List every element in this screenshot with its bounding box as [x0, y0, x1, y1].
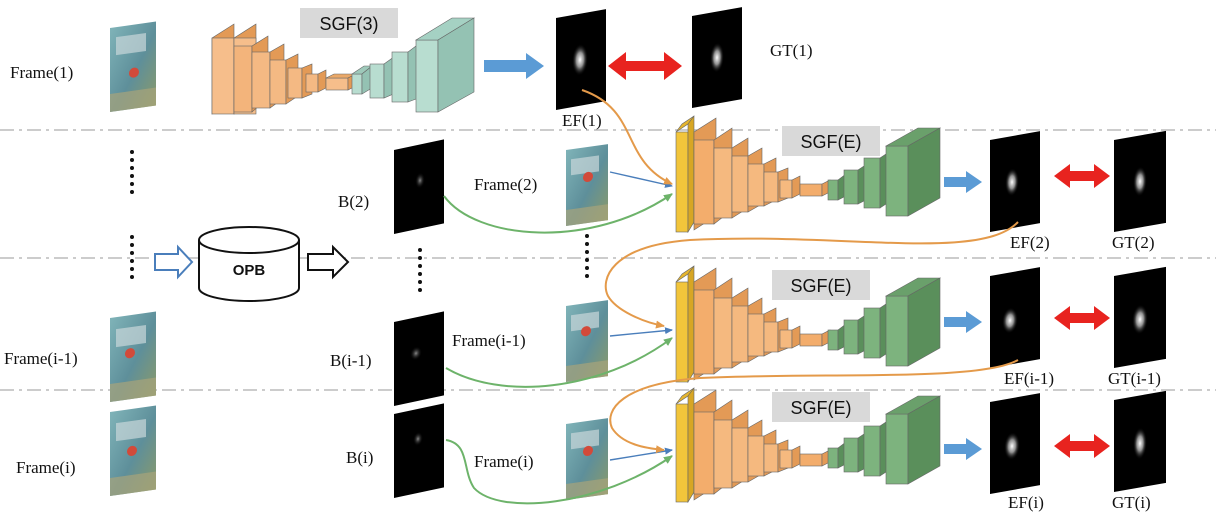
- b-2-map: [394, 139, 444, 234]
- feedback-curves: [581, 89, 1019, 454]
- buffer-feed-curves: [443, 193, 673, 505]
- red-double-arrow-icon: [1054, 434, 1110, 458]
- gt-i-map: [1114, 390, 1166, 492]
- sgfe-label-row-4: SGF(E): [791, 398, 852, 418]
- b-i-label: B(i): [346, 448, 373, 467]
- frame-input-arrows: [609, 171, 673, 461]
- sgfe-label-box: [772, 392, 870, 422]
- gt-i-minus-1-label: GT(i-1): [1108, 369, 1161, 388]
- gt-1-label: GT(1): [770, 41, 812, 60]
- blue-arrow-icon: [944, 171, 982, 193]
- ef-1-label: EF(1): [562, 111, 602, 130]
- red-double-arrow-icon: [1054, 164, 1110, 188]
- ef-i-minus-1-map: [990, 267, 1040, 368]
- sgfe-network-row-4: [675, 387, 942, 504]
- vertical-ellipsis: [418, 248, 422, 292]
- frame-i-minus-1-row-label: Frame(i-1): [452, 331, 526, 350]
- sgfe-label-row-3: SGF(E): [791, 276, 852, 296]
- blue-arrow-icon: [484, 53, 544, 79]
- sgfe-network-row-3: [675, 265, 942, 384]
- feedback-curve: [609, 359, 1019, 454]
- frame-1-label: Frame(1): [10, 63, 73, 82]
- ef-2-map: [990, 131, 1040, 232]
- frame-i-minus-1-label: Frame(i-1): [4, 349, 78, 368]
- frame-input-arrow: [609, 171, 673, 188]
- hollow-arrow-icon: [154, 244, 194, 280]
- b-i-map: [394, 403, 444, 498]
- opb-label: OPB: [233, 262, 266, 279]
- frame-i-minus-1-row-thumbnail: [566, 300, 608, 382]
- gt-2-label: GT(2): [1112, 233, 1154, 252]
- frame-i-minus-1-thumbnail: [110, 311, 156, 402]
- sgfe-network-row-2: [675, 115, 942, 234]
- ef-i-minus-1-label: EF(i-1): [1004, 369, 1054, 388]
- ef-2-label: EF(2): [1010, 233, 1050, 252]
- frame-i-label: Frame(i): [16, 458, 75, 477]
- sgf3-label: SGF(3): [319, 14, 378, 34]
- ef-i-label: EF(i): [1008, 493, 1044, 512]
- red-double-arrow-icon: [608, 52, 682, 80]
- opb-buffer: OPB: [198, 226, 300, 302]
- frame-2-thumbnail: [566, 144, 608, 226]
- sgf3-label-box: [300, 8, 398, 38]
- vertical-ellipsis: [585, 234, 589, 278]
- frame-i-row-label: Frame(i): [474, 452, 533, 471]
- blue-arrow-icon: [944, 311, 982, 333]
- sgfe-label-box: [782, 126, 880, 156]
- blue-arrow-icon: [944, 438, 982, 460]
- buffer-feed-curve: [445, 439, 673, 505]
- b-i-minus-1-map: [394, 311, 444, 406]
- frame-input-arrow: [609, 327, 673, 337]
- gt-1-map: [692, 7, 742, 108]
- frame-input-arrow: [609, 447, 673, 461]
- gt-2-map: [1114, 130, 1166, 232]
- gt-i-minus-1-map: [1114, 266, 1166, 368]
- vertical-ellipsis: [130, 150, 134, 194]
- frame-1-thumbnail: [110, 21, 156, 112]
- buffer-feed-curve: [443, 193, 673, 234]
- sgfe-label-row-2: SGF(E): [801, 132, 862, 152]
- frame-2-label: Frame(2): [474, 175, 537, 194]
- frame-i-thumbnail: [110, 405, 156, 496]
- buffer-feed-curve: [445, 337, 673, 388]
- sgf3-network: [211, 17, 476, 115]
- frame-i-row-thumbnail: [566, 418, 608, 500]
- sgfe-label-box: [772, 270, 870, 300]
- feedback-curve: [604, 221, 1019, 329]
- b-i-minus-1-label: B(i-1): [330, 351, 372, 370]
- b-2-label: B(2): [338, 192, 369, 211]
- red-double-arrow-icon: [1054, 306, 1110, 330]
- ef-1-map: [556, 9, 606, 110]
- ef-i-map: [990, 393, 1040, 494]
- gt-i-label: GT(i): [1112, 493, 1151, 512]
- vertical-ellipsis: [130, 235, 134, 279]
- hollow-arrow-icon: [307, 244, 350, 280]
- feedback-curve: [581, 89, 673, 185]
